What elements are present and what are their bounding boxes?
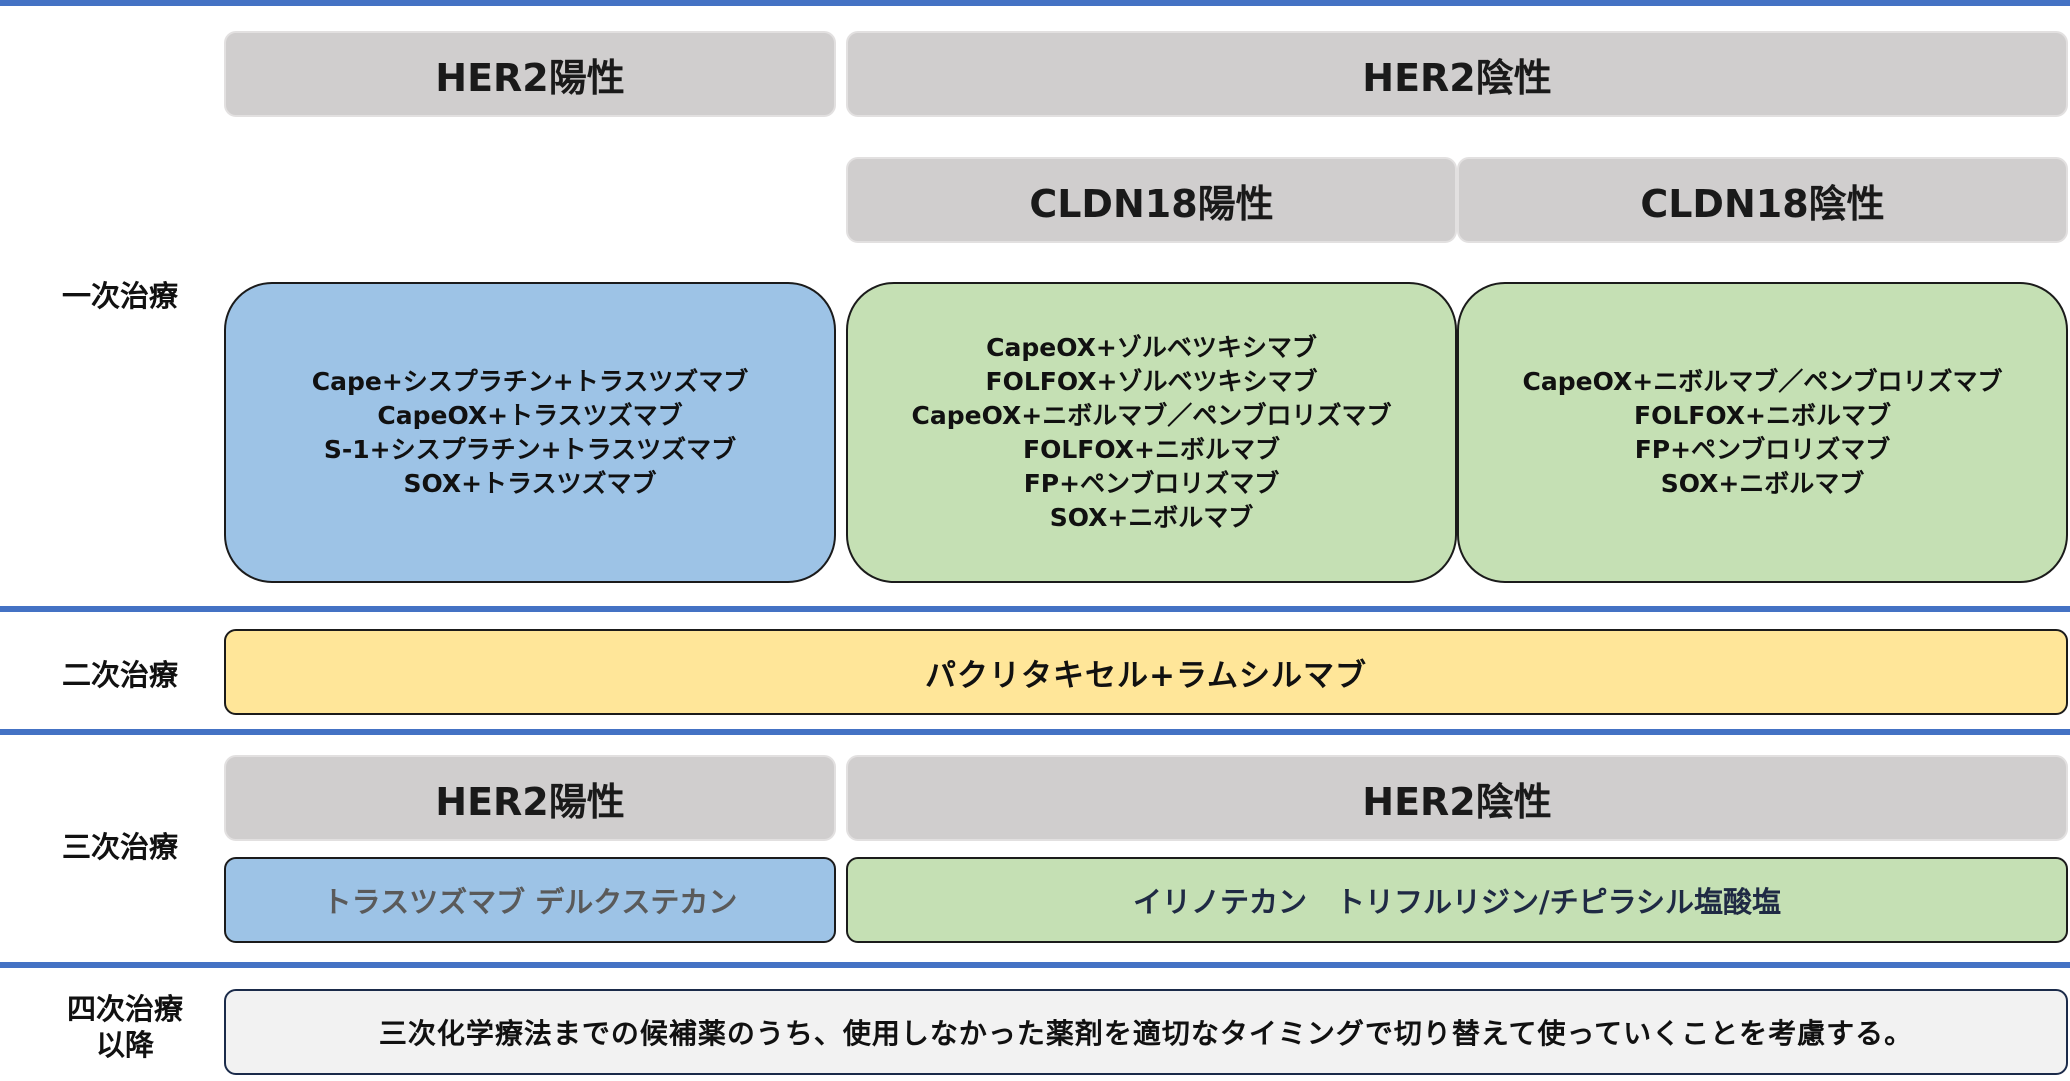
regimen-item: FOLFOX+ゾルベツキシマブ — [985, 366, 1318, 396]
row-label-first-line: 一次治療 — [61, 279, 178, 313]
first-line-cldn18-positive-regimens: CapeOX+ゾルベツキシマブ FOLFOX+ゾルベツキシマブ CapeOX+ニ… — [846, 282, 1457, 583]
third-line-header-her2-negative: HER2陰性 — [846, 755, 2068, 841]
header-her2-negative: HER2陰性 — [846, 31, 2068, 117]
rule-after-third-line — [0, 962, 2070, 968]
regimen-item: FP+ペンブロリズマブ — [1023, 468, 1280, 498]
third-line-her2-positive-regimen: トラスツズマブ デルクステカン — [224, 857, 836, 943]
row-label-second-line: 二次治療 — [61, 658, 178, 692]
regimen-item: SOX+トラスツズマブ — [403, 468, 657, 498]
header-her2-positive: HER2陽性 — [224, 31, 836, 117]
first-line-cldn18-negative-regimens: CapeOX+ニボルマブ／ペンブロリズマブ FOLFOX+ニボルマブ FP+ペン… — [1457, 282, 2068, 583]
regimen-item: S-1+シスプラチン+トラスツズマブ — [323, 434, 737, 464]
third-line-header-her2-positive: HER2陽性 — [224, 755, 836, 841]
row-label-fourth-line: 四次治療 以降 — [25, 991, 225, 1063]
regimen-item: CapeOX+ニボルマブ／ペンブロリズマブ — [1522, 366, 2003, 396]
header-cldn18-negative: CLDN18陰性 — [1457, 157, 2068, 243]
regimen-item: CapeOX+ゾルベツキシマブ — [986, 332, 1317, 362]
regimen-item: SOX+ニボルマブ — [1660, 468, 1865, 498]
row-label-fourth-line-1: 四次治療 — [66, 992, 183, 1026]
regimen-item: CapeOX+ニボルマブ／ペンブロリズマブ — [911, 400, 1392, 430]
row-label-third-line: 三次治療 — [61, 830, 178, 864]
regimen-item: SOX+ニボルマブ — [1049, 502, 1254, 532]
third-line-her2-negative-regimen: イリノテカン トリフルリジン/チピラシル塩酸塩 — [846, 857, 2068, 943]
second-line-regimen: パクリタキセル+ラムシルマブ — [224, 629, 2068, 715]
row-label-fourth-line-2: 以降 — [95, 1028, 154, 1062]
regimen-list: CapeOX+ゾルベツキシマブ FOLFOX+ゾルベツキシマブ CapeOX+ニ… — [912, 331, 1392, 535]
fourth-line-guidance: 三次化学療法までの候補薬のうち、使用しなかった薬剤を適切なタイミングで切り替えて… — [224, 989, 2068, 1075]
first-line-her2-positive-regimens: Cape+シスプラチン+トラスツズマブ CapeOX+トラスツズマブ S-1+シ… — [224, 282, 836, 583]
regimen-list: Cape+シスプラチン+トラスツズマブ CapeOX+トラスツズマブ S-1+シ… — [312, 365, 748, 501]
top-rule — [0, 0, 2070, 6]
rule-after-second-line — [0, 729, 2070, 735]
regimen-list: CapeOX+ニボルマブ／ペンブロリズマブ FOLFOX+ニボルマブ FP+ペン… — [1523, 365, 2003, 501]
header-cldn18-positive: CLDN18陽性 — [846, 157, 1457, 243]
regimen-item: FOLFOX+ニボルマブ — [1023, 434, 1280, 464]
regimen-item: FP+ペンブロリズマブ — [1634, 434, 1891, 464]
regimen-item: Cape+シスプラチン+トラスツズマブ — [311, 366, 749, 396]
regimen-item: FOLFOX+ニボルマブ — [1634, 400, 1891, 430]
rule-after-first-line — [0, 606, 2070, 612]
regimen-item: CapeOX+トラスツズマブ — [377, 400, 683, 430]
